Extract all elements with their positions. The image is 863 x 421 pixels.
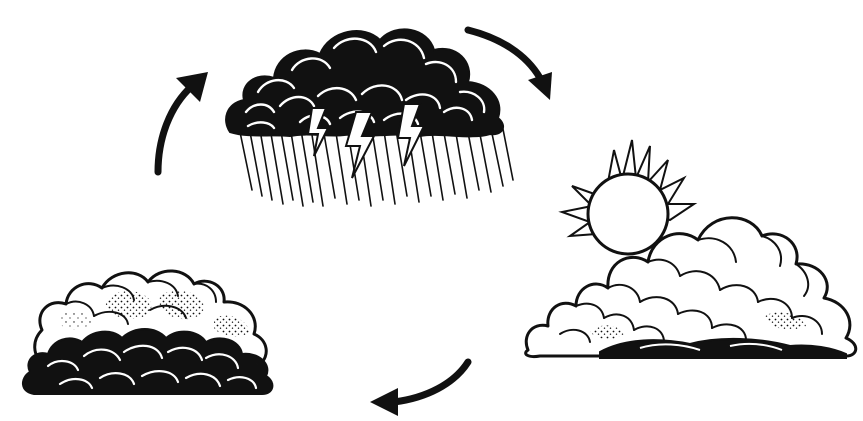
- arrow-sun-to-cumulus: [370, 362, 468, 416]
- cumulus-body: [526, 218, 856, 357]
- storm-cloud: [226, 29, 513, 206]
- sun-cumulus: [526, 140, 856, 358]
- dark-cumulus: [23, 271, 272, 394]
- sun-disc: [588, 174, 668, 254]
- arrow-cumulus-to-storm: [158, 72, 208, 172]
